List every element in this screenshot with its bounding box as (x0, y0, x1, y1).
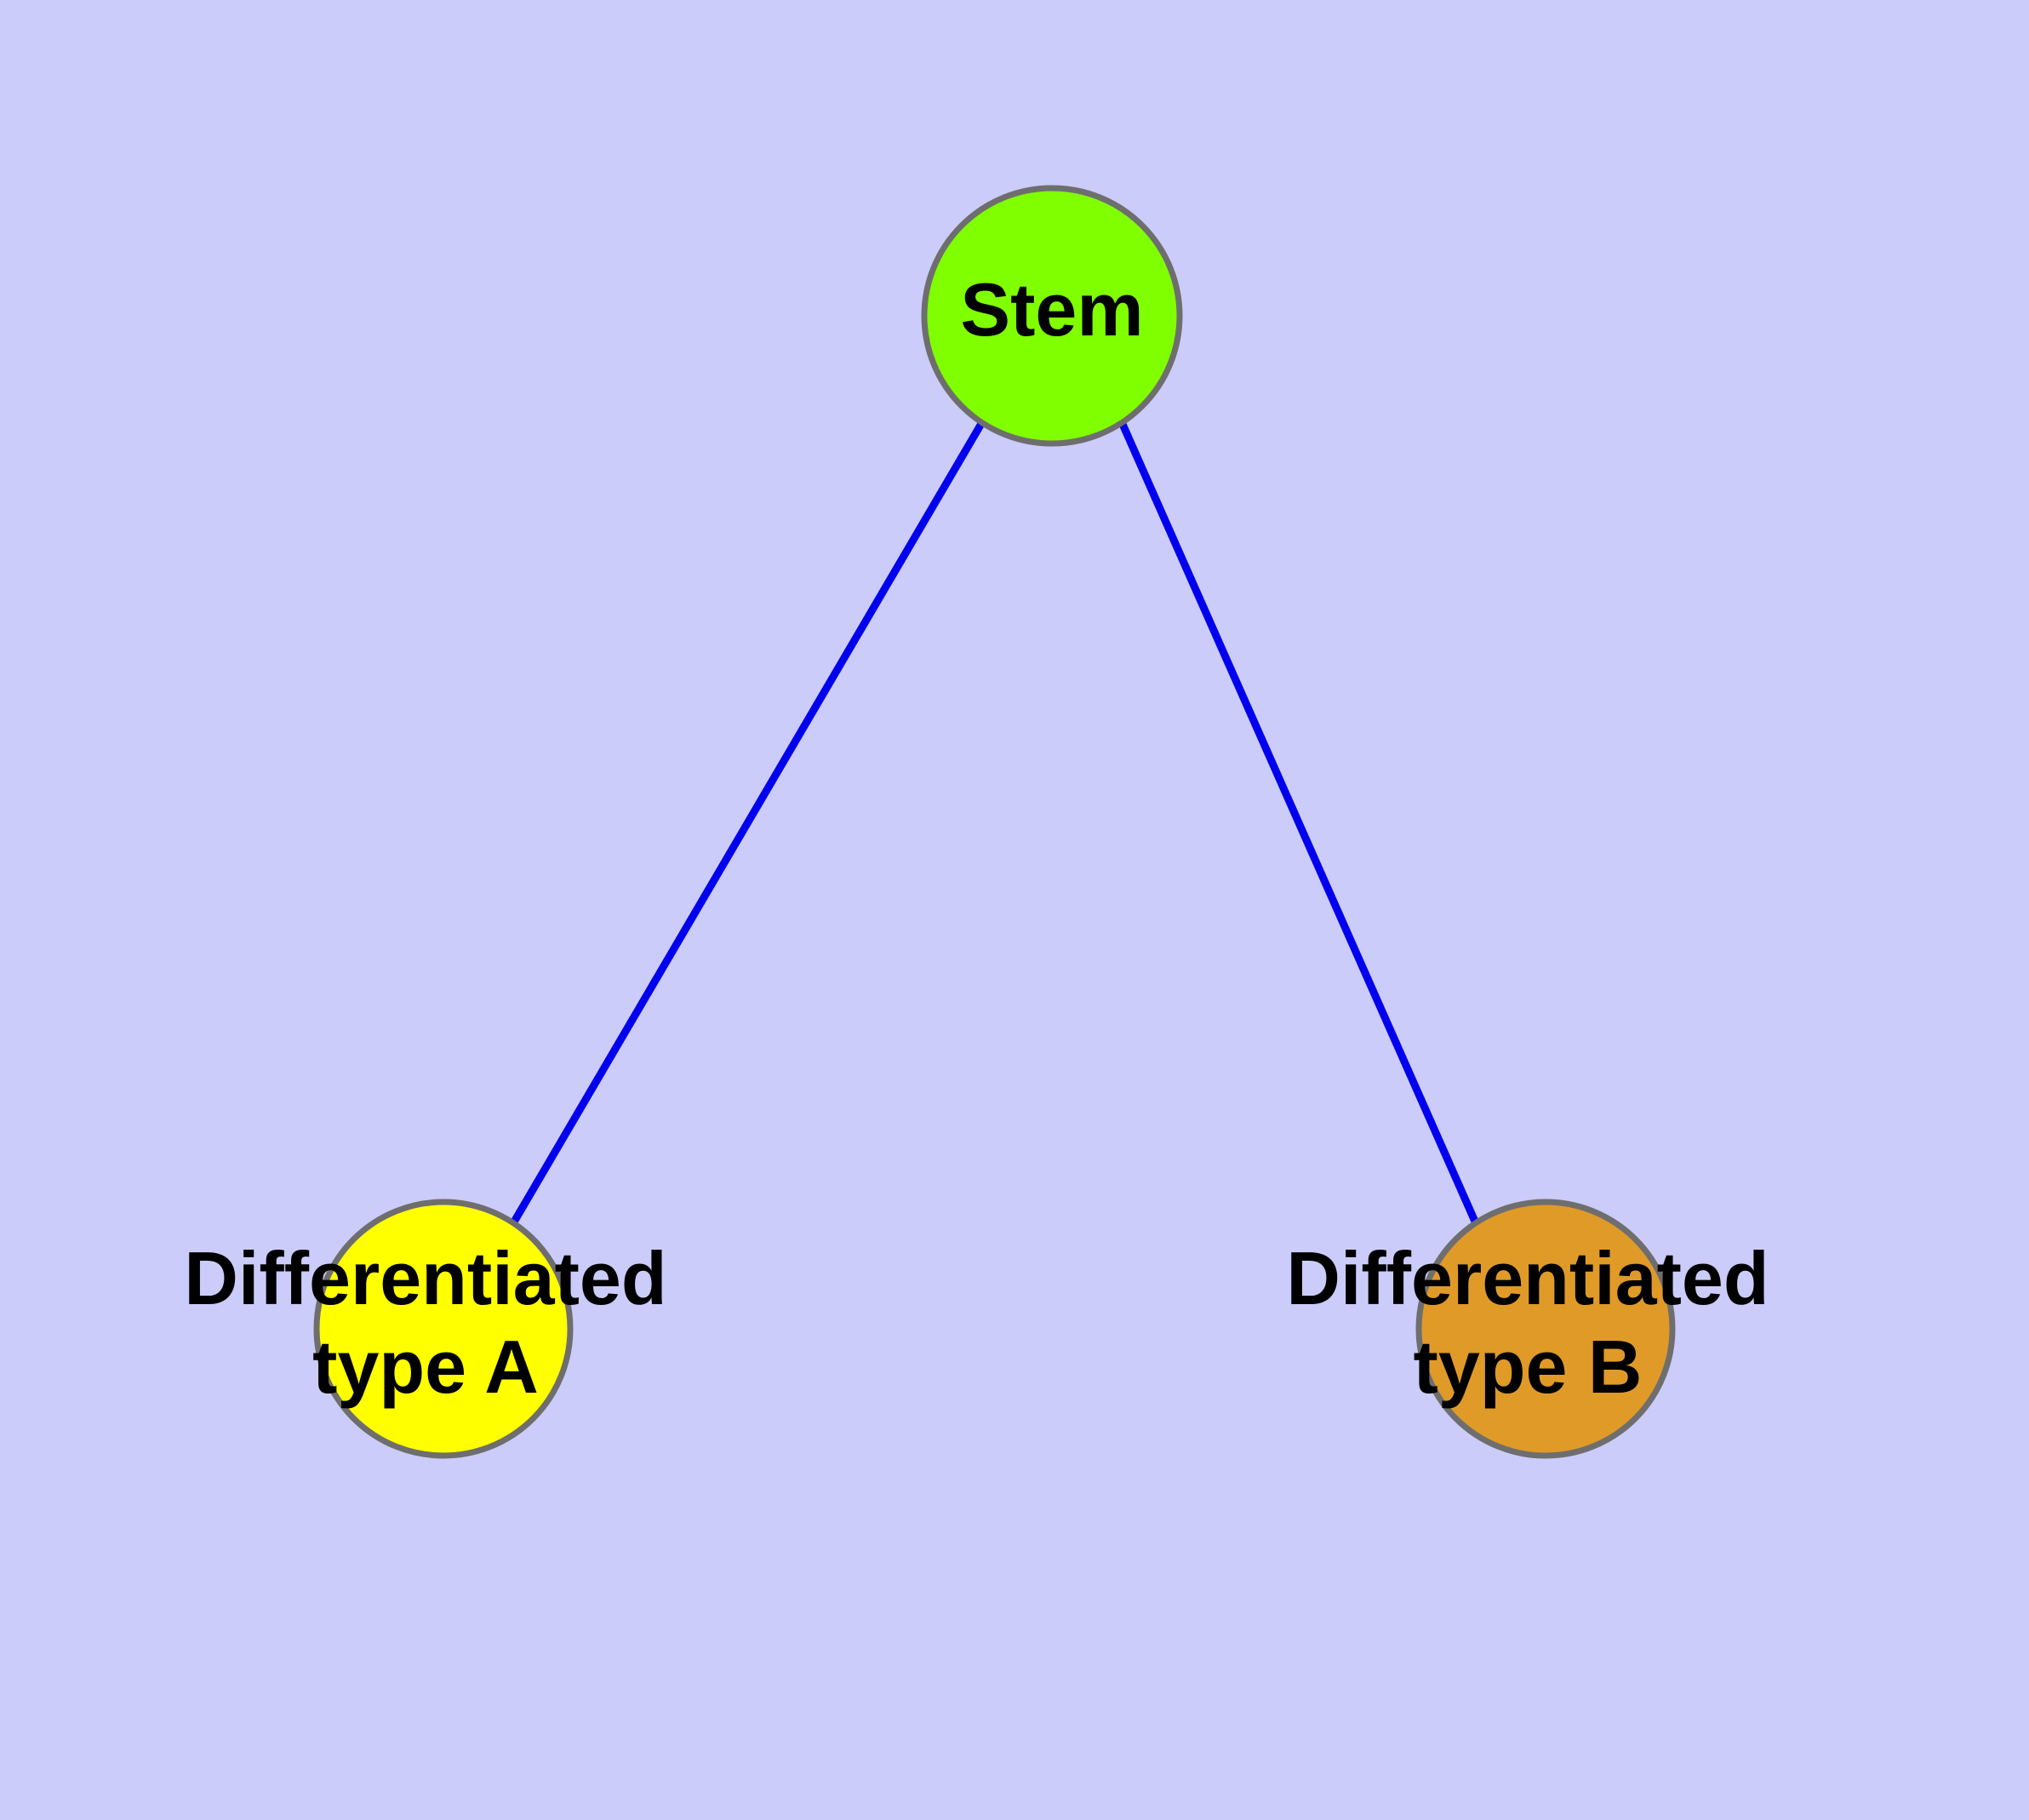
node-stem[interactable]: Stem (921, 185, 1183, 447)
node-label-line: type B (1414, 1325, 1643, 1409)
node-circle-diff-a[interactable] (313, 1199, 574, 1459)
node-label-line: type A (312, 1325, 539, 1409)
node-label-stem: Stem (960, 267, 1143, 352)
edge-stem-to-diff-b (1117, 421, 1480, 1225)
node-label-line: Stem (960, 267, 1143, 352)
node-label-line: Differentiated (184, 1236, 666, 1320)
node-circle-diff-b[interactable] (1415, 1199, 1676, 1459)
edges-layer (510, 420, 1480, 1226)
node-circle-stem[interactable] (921, 185, 1183, 447)
node-label-line: Differentiated (1286, 1236, 1769, 1320)
edge-stem-to-diff-a (510, 420, 986, 1226)
